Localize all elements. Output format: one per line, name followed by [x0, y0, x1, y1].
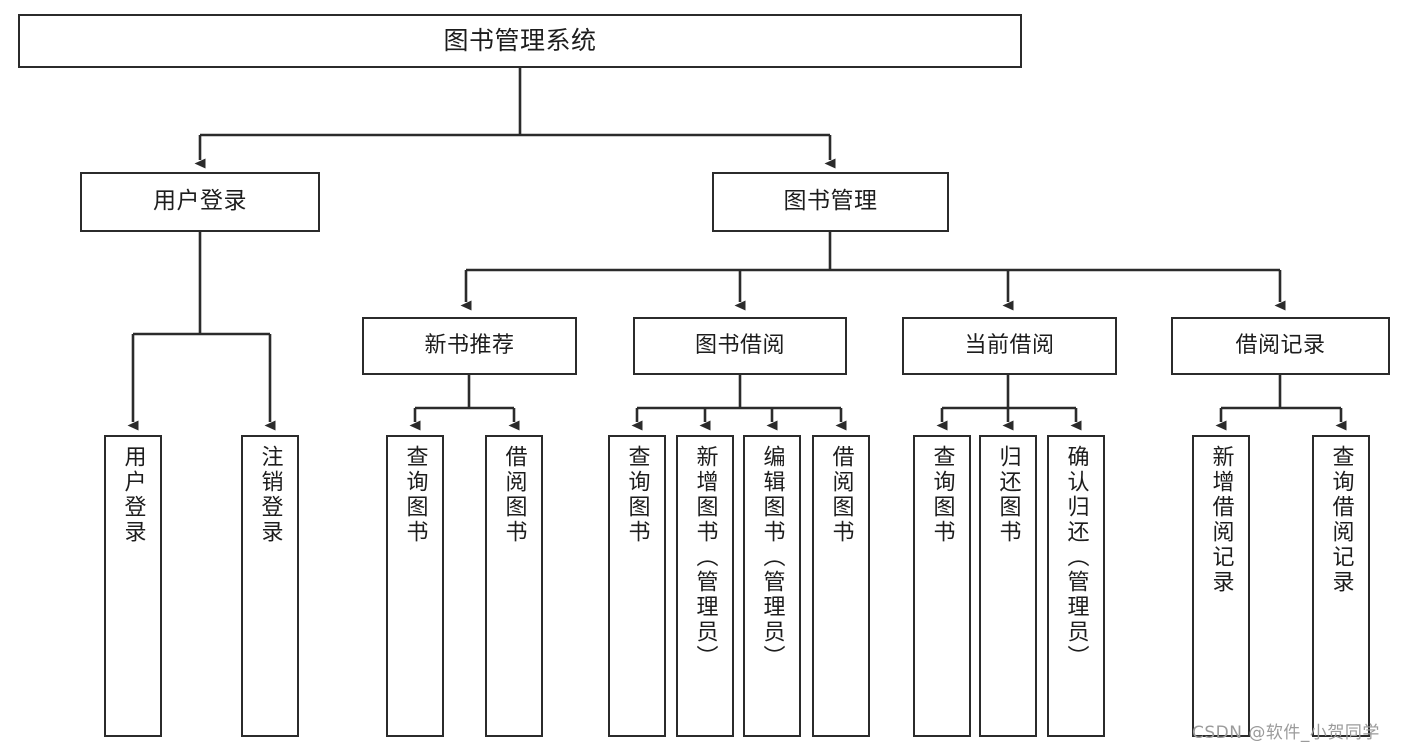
node-book-borrow[interactable]: 图书借阅 [633, 317, 847, 375]
node-book-management[interactable]: 图书管理 [712, 172, 949, 232]
node-root[interactable]: 图书管理系统 [18, 14, 1022, 68]
node-leaf-user-logout-label: 注销登录 [257, 445, 283, 545]
node-leaf-record-query-label: 查询借阅记录 [1328, 445, 1354, 595]
node-user-login-label: 用户登录 [153, 188, 247, 215]
node-leaf-borrow-add-book[interactable]: 新增图书（管理员） [676, 435, 734, 737]
node-borrow-record[interactable]: 借阅记录 [1171, 317, 1390, 375]
node-leaf-user-logout[interactable]: 注销登录 [241, 435, 299, 737]
node-leaf-recommend-borrow-book-label: 借阅图书 [501, 445, 527, 545]
node-user-login[interactable]: 用户登录 [80, 172, 320, 232]
node-new-book-recommend[interactable]: 新书推荐 [362, 317, 577, 375]
node-leaf-borrow-add-book-label: 新增图书（管理员） [692, 445, 718, 670]
node-leaf-record-add[interactable]: 新增借阅记录 [1192, 435, 1250, 737]
node-leaf-borrow-query-book[interactable]: 查询图书 [608, 435, 666, 737]
node-root-label: 图书管理系统 [443, 26, 597, 56]
node-leaf-recommend-query-book[interactable]: 查询图书 [386, 435, 444, 737]
node-leaf-borrow-borrow-book-label: 借阅图书 [828, 445, 854, 545]
node-book-management-label: 图书管理 [783, 188, 878, 215]
watermark: CSDN @软件_小贺同学 [1192, 723, 1380, 743]
node-leaf-current-return-book-label: 归还图书 [995, 445, 1021, 545]
node-current-borrow-label: 当前借阅 [964, 333, 1055, 359]
node-borrow-record-label: 借阅记录 [1235, 333, 1326, 359]
node-leaf-borrow-borrow-book[interactable]: 借阅图书 [812, 435, 870, 737]
node-book-borrow-label: 图书借阅 [694, 333, 785, 359]
node-leaf-user-login-label: 用户登录 [120, 445, 146, 545]
node-leaf-user-login[interactable]: 用户登录 [104, 435, 162, 737]
node-new-book-recommend-label: 新书推荐 [424, 333, 515, 359]
node-leaf-borrow-edit-book-label: 编辑图书（管理员） [759, 445, 785, 670]
node-leaf-recommend-borrow-book[interactable]: 借阅图书 [485, 435, 543, 737]
node-leaf-record-add-label: 新增借阅记录 [1208, 445, 1234, 595]
node-leaf-record-query[interactable]: 查询借阅记录 [1312, 435, 1370, 737]
node-leaf-recommend-query-book-label: 查询图书 [402, 445, 428, 545]
node-current-borrow[interactable]: 当前借阅 [902, 317, 1117, 375]
node-leaf-borrow-edit-book[interactable]: 编辑图书（管理员） [743, 435, 801, 737]
node-leaf-current-query-book[interactable]: 查询图书 [913, 435, 971, 737]
node-leaf-current-query-book-label: 查询图书 [929, 445, 955, 545]
node-leaf-current-confirm-return-label: 确认归还（管理员） [1063, 445, 1089, 670]
node-leaf-current-confirm-return[interactable]: 确认归还（管理员） [1047, 435, 1105, 737]
node-leaf-borrow-query-book-label: 查询图书 [624, 445, 650, 545]
node-leaf-current-return-book[interactable]: 归还图书 [979, 435, 1037, 737]
